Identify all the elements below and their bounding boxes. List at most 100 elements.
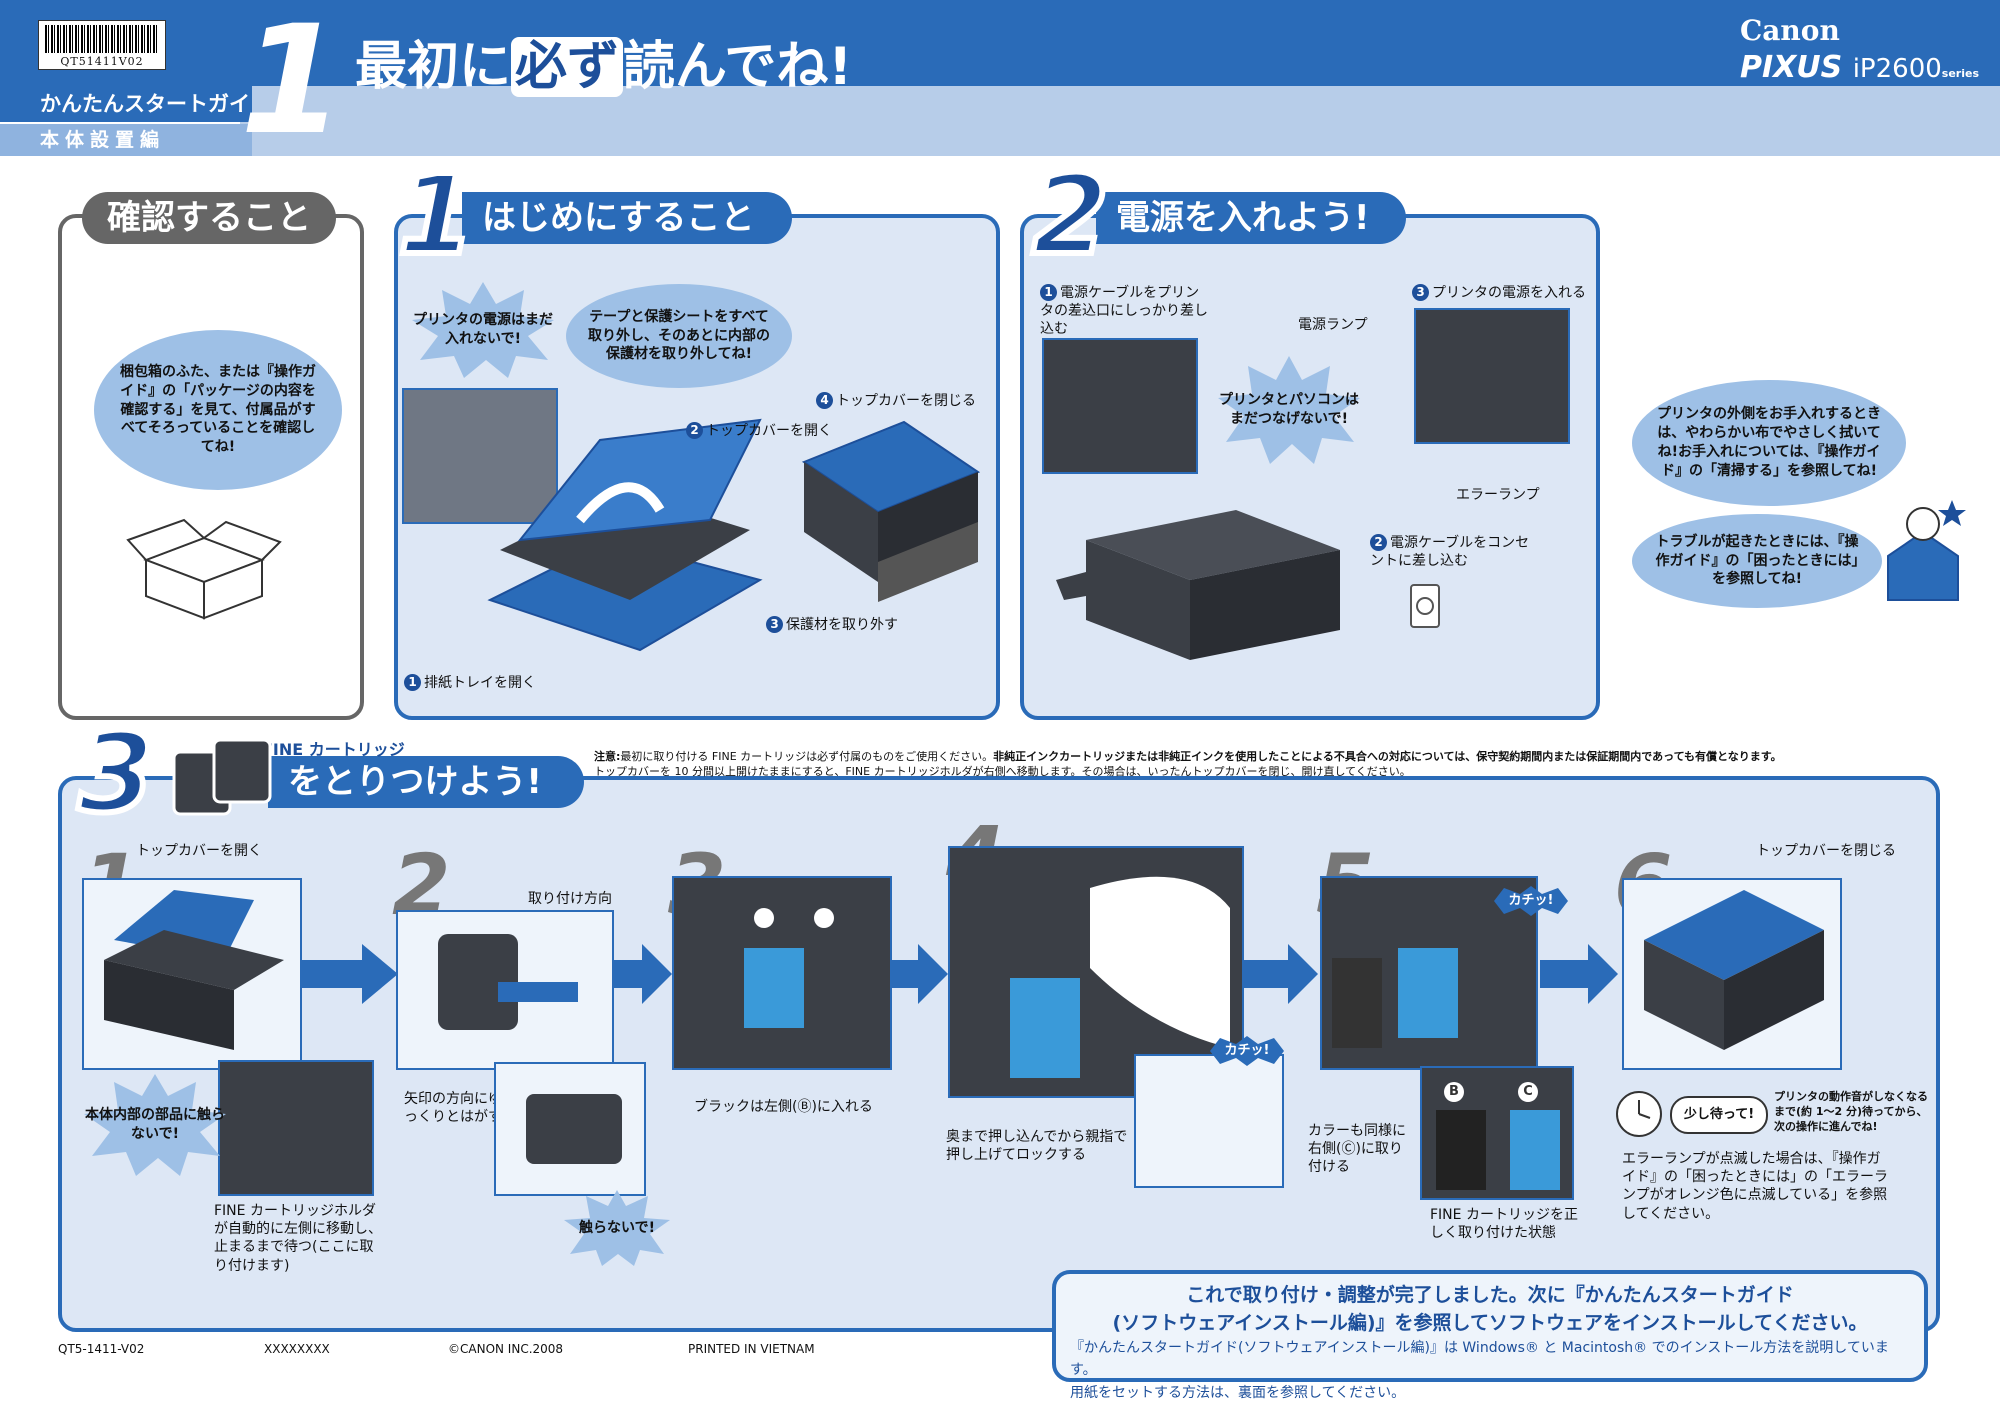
- step-3-label: ブラックは左側(Ⓑ)に入れる: [694, 1099, 873, 1115]
- care-cloud: プリンタの外側をお手入れするときは、やわらかい布でやさしく拭いてね!お手入れにつ…: [1632, 380, 1906, 506]
- footer-code: QT5-1411-V02: [58, 1342, 145, 1356]
- section3-title: をとりつけよう!: [268, 756, 584, 808]
- section1-title: はじめにすること: [462, 192, 792, 244]
- section2-title: 電源を入れよう!: [1096, 192, 1406, 244]
- barcode-text: QT51411V02: [60, 55, 144, 68]
- cartridge-holder-illustration: [744, 908, 834, 1028]
- section2-star-text: プリンタとパソコンはまだつなげないで!: [1219, 392, 1359, 427]
- step-6-photo: [1622, 878, 1842, 1070]
- product-logo: PIXUS iP2600series: [1740, 50, 1979, 85]
- arrow-right-icon: [614, 944, 672, 1004]
- step-badge: 1: [1040, 284, 1057, 301]
- cartridge-color-illustration: [1332, 948, 1458, 1048]
- main-title-b: 必ず: [511, 37, 624, 97]
- printer-open-illustration: [104, 890, 284, 1050]
- no-touch-star: 本体内部の部品に触らないで!: [80, 1072, 230, 1178]
- step-2-photo: [396, 910, 614, 1070]
- step-6-label: トップカバーを閉じる: [1756, 843, 1896, 859]
- barcode: QT51411V02: [38, 20, 166, 70]
- slot-c-label: C: [1518, 1082, 1538, 1102]
- click-label-2-text: カチッ!: [1508, 893, 1554, 909]
- footer-printed: PRINTED IN VIETNAM: [688, 1342, 815, 1356]
- check-cloud: 梱包箱のふた、または『操作ガイド』の「パッケージの内容を確認する」を見て、付属品…: [94, 330, 342, 490]
- starburst-icon: [412, 282, 554, 378]
- printer-closed-illustration: [801, 420, 981, 602]
- section1-step1-text: 排紙トレイを開く: [424, 675, 536, 691]
- note-line1: 最初に取り付ける FINE カートリッジは必ず付属のものをご使用ください。: [620, 750, 994, 763]
- step-1-inset: [218, 1060, 374, 1196]
- check-panel: [58, 214, 364, 720]
- footer-copyright: ©CANON INC.2008: [448, 1342, 564, 1356]
- arrow-right-icon: [1540, 944, 1618, 1004]
- final-line3: 『かんたんスタートガイド(ソフトウェアインストール編)』は Windows® と…: [1070, 1340, 1889, 1379]
- error-text: エラーランプが点滅した場合は、『操作ガイド』の「困ったときには」の「エラーランプ…: [1622, 1151, 1888, 1222]
- box-icon: [126, 518, 282, 620]
- header-big-number: 1: [240, 0, 345, 168]
- step-badge: 2: [686, 422, 703, 439]
- final-box: これで取り付け・調整が完了しました。次に『かんたんスタートガイド (ソフトウェア…: [1052, 1270, 1928, 1401]
- section1-cloud: テープと保護シートをすべて取り外し、そのあとに内部の保護材を取り外してね!: [566, 284, 792, 388]
- step-3-photo: [672, 876, 892, 1070]
- section2-step1-text: 電源ケーブルをプリンタの差込口にしっかり差し込む: [1040, 285, 1208, 338]
- section2-star: プリンタとパソコンはまだつなげないで!: [1214, 354, 1364, 466]
- footer-x: XXXXXXXX: [264, 1342, 330, 1356]
- main-title: 最初に必ず読んでね!: [355, 24, 852, 99]
- section1-step3-text: 保護材を取り外す: [786, 617, 898, 633]
- cartridge-removal-illustration: [438, 934, 578, 1030]
- step-4-label: 奥まで押し込んでから親指で押し上げてロックする: [946, 1129, 1128, 1164]
- wall-outlet-icon: [1410, 584, 1440, 628]
- wait-text: プリンタの動作音がしなくなるまで(約 1〜2 分)待ってから、次の操作に進んでね…: [1774, 1090, 1928, 1133]
- step-1-label: トップカバーを開く: [136, 843, 262, 859]
- error-lamp-label: エラーランプ: [1456, 487, 1540, 503]
- step-badge: 4: [816, 392, 833, 409]
- main-title-c: 読んでね!: [623, 37, 853, 97]
- arrow-right-icon: [300, 944, 398, 1004]
- no-touch-star-2-text: 触らないで!: [579, 1219, 655, 1236]
- starburst-icon: [1210, 1036, 1284, 1066]
- remove-tape-text: 矢印の方向にゆっくりとはがす: [404, 1091, 502, 1126]
- product-line: PIXUS: [1740, 50, 1843, 85]
- section2-step3-text: プリンタの電源を入れる: [1432, 285, 1586, 301]
- step-5-label: カラーも同様に右側(Ⓒ)に取り付ける: [1308, 1123, 1406, 1176]
- click-label-1-text: カチッ!: [1224, 1043, 1270, 1059]
- wait-bubble: 少し待って!: [1670, 1096, 1768, 1134]
- step-4-inset: [1134, 1054, 1284, 1188]
- correct-state-text: FINE カートリッジを正しく取り付けた状態: [1430, 1207, 1578, 1242]
- section2-number: 2: [1029, 151, 1112, 279]
- section2-photo-button: [1414, 308, 1570, 444]
- printer-open-illustration: [487, 418, 763, 652]
- section2-step2-text: 電源ケーブルをコンセントに差し込む: [1370, 535, 1530, 570]
- starburst-icon: [84, 1074, 226, 1176]
- starburst-icon: [1494, 886, 1568, 916]
- cartridge-icon: [172, 738, 272, 816]
- section1-star: プリンタの電源はまだ入れないで!: [408, 280, 558, 380]
- final-line4: 用紙をセットする方法は、裏面を参照してください。: [1070, 1384, 1406, 1401]
- step-2-label: 取り付け方向: [528, 891, 612, 907]
- final-line1: これで取り付け・調整が完了しました。次に『かんたんスタートガイド: [1186, 1284, 1794, 1306]
- step-badge: 3: [1412, 284, 1429, 301]
- barcode-bars: [45, 25, 159, 53]
- cartridge-push-illustration: [1010, 876, 1230, 1078]
- arrow-right-icon: [1244, 944, 1318, 1004]
- clock-mascot-icon: [1616, 1091, 1662, 1137]
- starburst-icon: [1218, 356, 1360, 464]
- printer-closed-illustration: [1056, 510, 1340, 660]
- no-touch-star-text: 本体内部の部品に触らないで!: [85, 1107, 225, 1142]
- model: iP2600: [1852, 54, 1942, 84]
- starburst-icon: [564, 1190, 670, 1266]
- click-label-2: カチッ!: [1490, 886, 1572, 916]
- header-sub-band: [240, 86, 2000, 156]
- black-cartridge: [1436, 1110, 1486, 1190]
- section1-photo-inner: [402, 388, 558, 524]
- step-badge: 2: [1370, 534, 1387, 551]
- no-touch-star-2: 触らないで!: [562, 1188, 672, 1268]
- dog-mascot-icon: [1887, 500, 1966, 601]
- section2-photo-socket: [1042, 338, 1198, 474]
